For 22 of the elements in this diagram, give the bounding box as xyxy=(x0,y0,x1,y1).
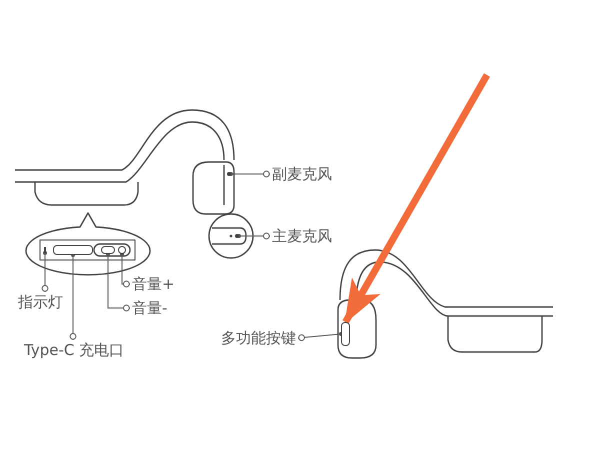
leader-line xyxy=(298,332,343,342)
callout-label: 主麦克风 xyxy=(272,226,332,246)
leader-line xyxy=(229,170,270,178)
microphone-hole xyxy=(227,172,231,176)
charging-port xyxy=(53,245,93,255)
leader-line xyxy=(70,253,76,340)
side-button xyxy=(341,322,350,346)
leader-line xyxy=(237,232,270,240)
leader-line xyxy=(42,251,48,292)
volume-button xyxy=(118,246,126,254)
leader-line xyxy=(106,252,130,312)
callout-label: 多功能按键 xyxy=(221,328,296,348)
callout-label: 指示灯 xyxy=(18,292,63,312)
arrow xyxy=(342,73,490,324)
callout-label: 音量+ xyxy=(132,274,175,294)
leader-line xyxy=(120,252,130,288)
indicator-light xyxy=(44,247,46,253)
callout-label: 副麦克风 xyxy=(272,164,332,184)
microphone-hole xyxy=(235,234,239,238)
volume-button xyxy=(101,246,115,254)
callout-label: 音量- xyxy=(132,298,168,318)
callout-label: Type-C 充电口 xyxy=(24,340,124,360)
